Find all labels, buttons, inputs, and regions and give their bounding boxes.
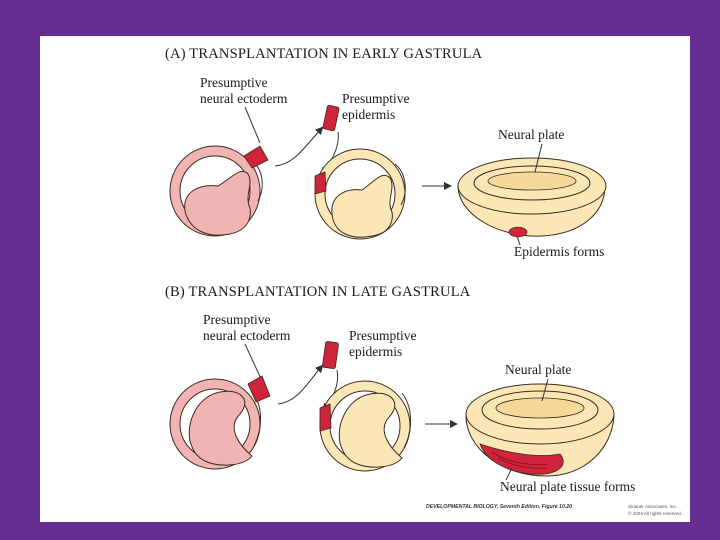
panel-a-result-label: Epidermis forms	[514, 244, 604, 259]
panel-a-result-pointer	[516, 235, 521, 246]
transplantation-diagram: (A) TRANSPLANTATION IN EARLY GASTRULA Pr…	[165, 46, 682, 516]
panel-a-epidermis-label: Presumptive	[342, 91, 410, 106]
panel-b-excised-graft	[322, 341, 339, 369]
panel-b-neurula	[465, 383, 615, 477]
panel-a-title: (A) TRANSPLANTATION IN EARLY GASTRULA	[165, 46, 483, 62]
panel-b-donor-graft-site	[247, 375, 271, 403]
figure-panel: (A) TRANSPLANTATION IN EARLY GASTRULA Pr…	[40, 36, 690, 522]
figure-credit-publisher: Sinauer Associates, Inc.	[628, 504, 677, 509]
panel-b-donor-embryo	[169, 375, 271, 470]
panel-a-epidermis-label-line2: epidermis	[342, 107, 395, 122]
panel-b-epidermis-label-line2: epidermis	[349, 344, 402, 359]
panel-a-host-graft-site	[314, 171, 327, 195]
panel-b-result-label: Neural plate tissue forms	[500, 479, 635, 494]
panel-a-host-embryo	[314, 148, 406, 240]
panel-b-host-embryo	[319, 380, 411, 472]
panel-b-host-graft-site	[319, 403, 332, 432]
panel-a-excised-graft	[322, 104, 340, 132]
panel-a-donor-embryo	[169, 145, 269, 237]
panel-b-title: (B) TRANSPLANTATION IN LATE GASTRULA	[165, 284, 471, 300]
panel-a-neural-plate-pointer	[534, 143, 543, 173]
panel-b-result-pointer	[505, 467, 513, 481]
figure-credit-copyright: © 2003 All rights reserved.	[628, 510, 682, 516]
panel-b-neural-plate-label: Neural plate	[505, 362, 571, 377]
panel-b-excise-arrow	[277, 364, 324, 405]
panel-a-pointer-line	[244, 106, 261, 144]
panel-b-neural-ectoderm-label-line2: neural ectoderm	[203, 328, 291, 343]
panel-a-neural-ectoderm-label: Presumptive	[200, 75, 268, 90]
panel-a-neural-ectoderm-label-line2: neural ectoderm	[200, 91, 288, 106]
panel-b-neural-ectoderm-label: Presumptive	[203, 312, 271, 327]
panel-a-neurula	[457, 157, 607, 238]
panel-a-graft-patch	[508, 226, 528, 238]
figure-credit: DEVELOPMENTAL BIOLOGY, Seventh Edition, …	[426, 504, 572, 510]
panel-b-pointer-line	[244, 343, 263, 382]
panel-a-excise-arrow	[274, 126, 324, 167]
panel-a-neural-plate-label: Neural plate	[498, 127, 564, 142]
panel-b-epidermis-label: Presumptive	[349, 328, 417, 343]
panel-b-neural-plate-pointer	[541, 378, 549, 402]
panel-b-graft-patch	[479, 443, 564, 475]
panel-a-donor-graft-site	[243, 145, 269, 169]
